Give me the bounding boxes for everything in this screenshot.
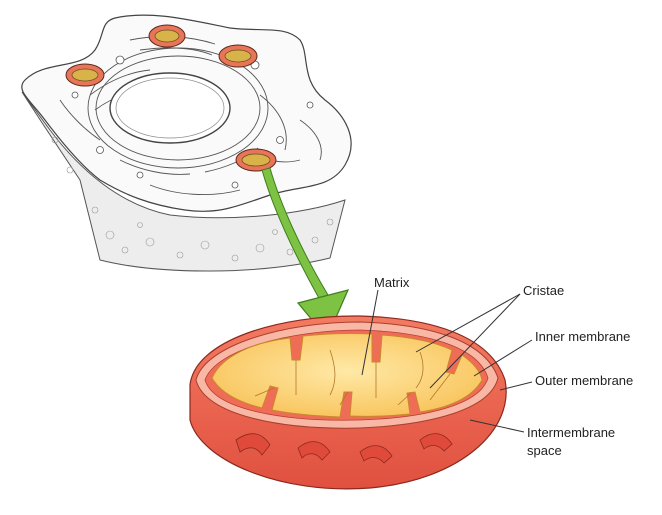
nucleus xyxy=(110,73,230,143)
cell-mitochondrion xyxy=(149,25,185,47)
mitochondrion-cutaway xyxy=(190,316,506,489)
label-outer-membrane: Outer membrane xyxy=(535,373,633,389)
label-inner-membrane: Inner membrane xyxy=(535,329,630,345)
cell-mitochondrion xyxy=(219,45,257,67)
animal-cell xyxy=(22,15,351,271)
label-cristae: Cristae xyxy=(523,283,564,299)
label-matrix: Matrix xyxy=(374,275,409,291)
cell-mitochondrion xyxy=(66,64,104,86)
label-intermembrane: Intermembrane xyxy=(527,425,615,441)
label-intermembrane-space: space xyxy=(527,443,562,459)
